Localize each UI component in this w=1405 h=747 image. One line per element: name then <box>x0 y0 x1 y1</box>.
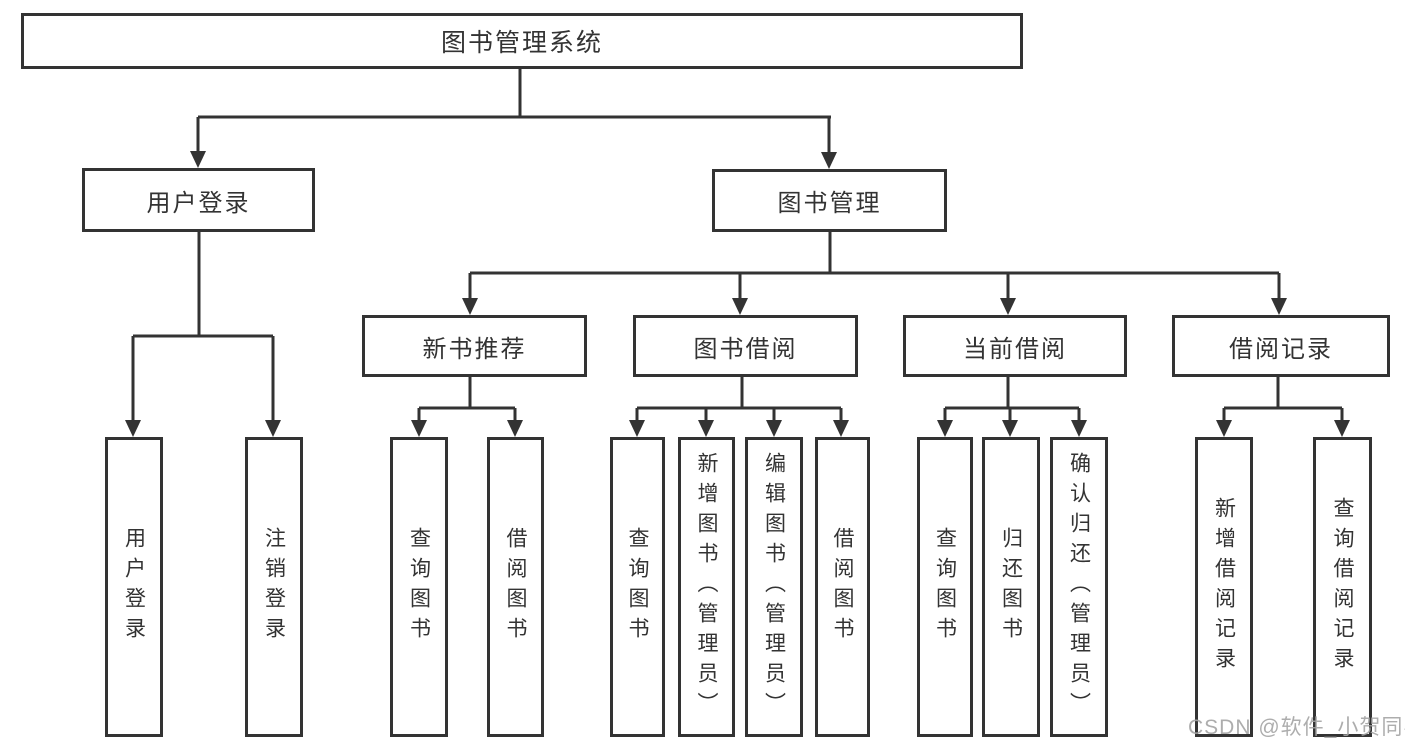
watermark: CSDN @软件_小贺同学 <box>1188 716 1405 739</box>
leaf-user-login: 用户登录 <box>105 437 163 737</box>
arrowheads <box>125 151 1350 437</box>
leaf-borrow-book-borrow: 借阅图书 <box>815 437 870 737</box>
node-book-borrow: 图书借阅 <box>633 315 858 377</box>
node-library-system: 图书管理系统 <box>21 13 1023 69</box>
leaf-edit-book-admin: 编辑图书（管理员） <box>745 437 803 737</box>
leaf-confirm-return-admin: 确认归还（管理员） <box>1050 437 1108 737</box>
leaf-query-book-recommend: 查询图书 <box>390 437 448 737</box>
node-book-management: 图书管理 <box>712 169 947 232</box>
leaf-query-book-borrow: 查询图书 <box>610 437 665 737</box>
leaf-borrow-book-recommend: 借阅图书 <box>487 437 544 737</box>
connector-paths <box>131 69 1344 422</box>
leaf-add-book-admin: 新增图书（管理员） <box>678 437 735 737</box>
leaf-add-borrow-record: 新增借阅记录 <box>1195 437 1253 737</box>
leaf-return-book: 归还图书 <box>982 437 1040 737</box>
leaf-query-borrow-record: 查询借阅记录 <box>1313 437 1372 737</box>
node-new-book-recommend: 新书推荐 <box>362 315 587 377</box>
leaf-query-book-current: 查询图书 <box>917 437 973 737</box>
node-current-borrow: 当前借阅 <box>903 315 1127 377</box>
node-user-login: 用户登录 <box>82 168 315 232</box>
leaf-logout: 注销登录 <box>245 437 303 737</box>
node-borrow-records: 借阅记录 <box>1172 315 1390 377</box>
